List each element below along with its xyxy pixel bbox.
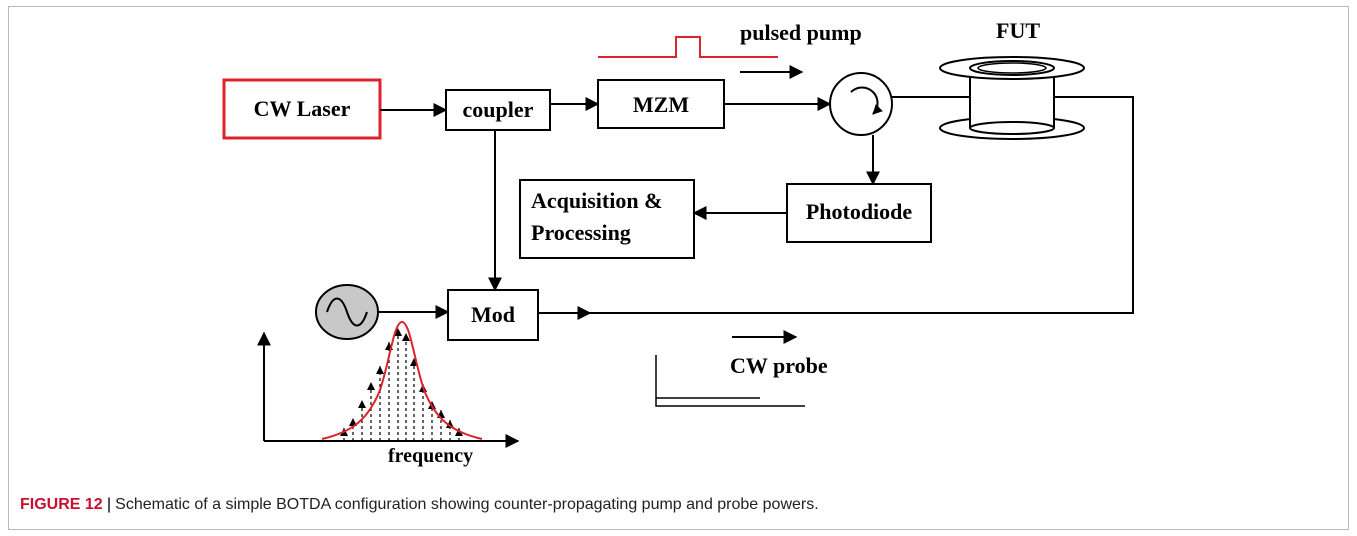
- pulsed-pump-label: pulsed pump: [740, 20, 862, 45]
- coupler-label: coupler: [463, 97, 534, 122]
- spectrum-lorentzian-envelope: [321, 320, 483, 440]
- figure-number: FIGURE 12: [20, 496, 103, 513]
- coupler-block: coupler: [445, 89, 551, 131]
- cw-laser-label: CW Laser: [254, 96, 351, 121]
- cw-laser-box: [222, 78, 382, 140]
- spectrum-dashed-lines: [343, 328, 460, 441]
- spectrum-arrowheads: [340, 328, 463, 436]
- fut-to-probe-return: [538, 96, 1134, 314]
- mzm-label: MZM: [633, 92, 689, 117]
- figure-caption: FIGURE 12|Schematic of a simple BOTDA co…: [20, 496, 1340, 514]
- acquisition-box: [519, 179, 695, 259]
- mzm-block: MZM: [597, 79, 725, 129]
- sine-oscillator-icon: [315, 284, 379, 340]
- frequency-axis-label: frequency: [388, 445, 473, 467]
- acquisition-label-line1: Acquisition &: [531, 188, 662, 213]
- gain-spectrum-plot: frequency: [257, 320, 520, 467]
- mod-box: [447, 289, 539, 341]
- mod-label: Mod: [471, 302, 515, 327]
- fiber-spool-icon: [939, 56, 1085, 140]
- mod-block: Mod: [447, 289, 539, 341]
- circulator-icon: [829, 72, 893, 136]
- probe-power-trace: [655, 355, 805, 407]
- optical-connections: [378, 96, 1134, 320]
- coupler-box: [445, 89, 551, 131]
- photodiode-label: Photodiode: [806, 199, 913, 224]
- caption-text: Schematic of a simple BOTDA configuratio…: [115, 496, 819, 513]
- cw-probe-label: CW probe: [730, 353, 828, 378]
- photodiode-block: Photodiode: [786, 183, 932, 243]
- fut-label: FUT: [996, 18, 1040, 43]
- acquisition-label-line2: Processing: [531, 220, 631, 245]
- cw-laser-block: CW Laser: [222, 78, 382, 140]
- caption-separator: |: [106, 496, 112, 513]
- pump-pulse-waveform: [598, 36, 778, 58]
- acquisition-processing-block: Acquisition & Processing: [519, 179, 695, 259]
